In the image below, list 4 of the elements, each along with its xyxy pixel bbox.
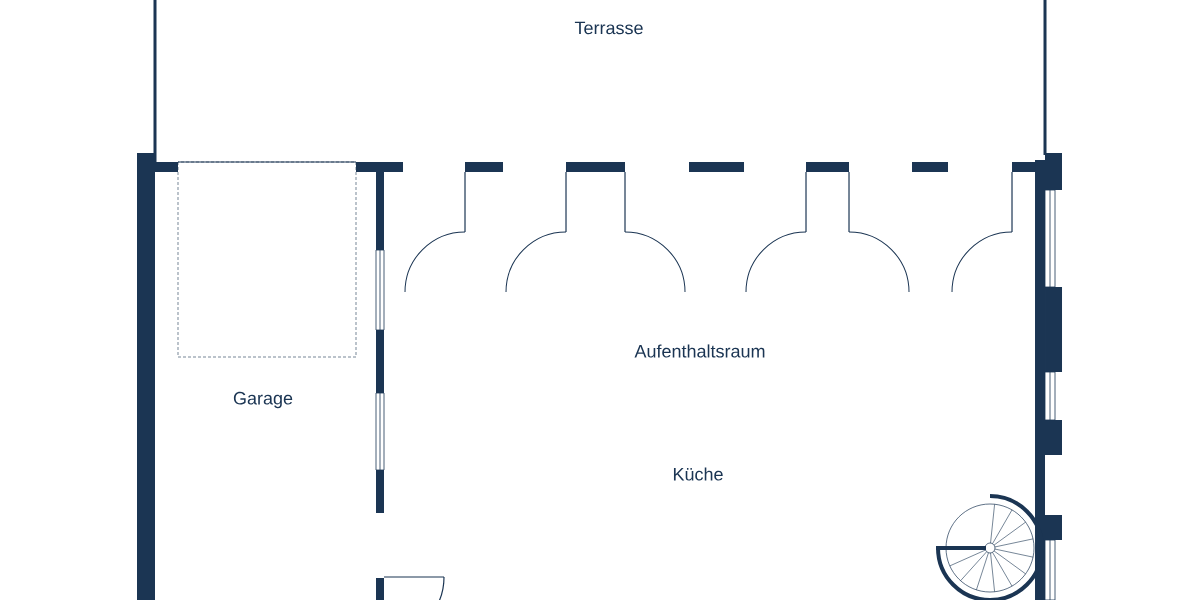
room-label: Garage <box>233 391 293 409</box>
room-label: Terrasse <box>574 21 643 35</box>
room-label: Aufenthaltsraum <box>634 344 765 358</box>
room-label: Küche <box>673 467 723 481</box>
